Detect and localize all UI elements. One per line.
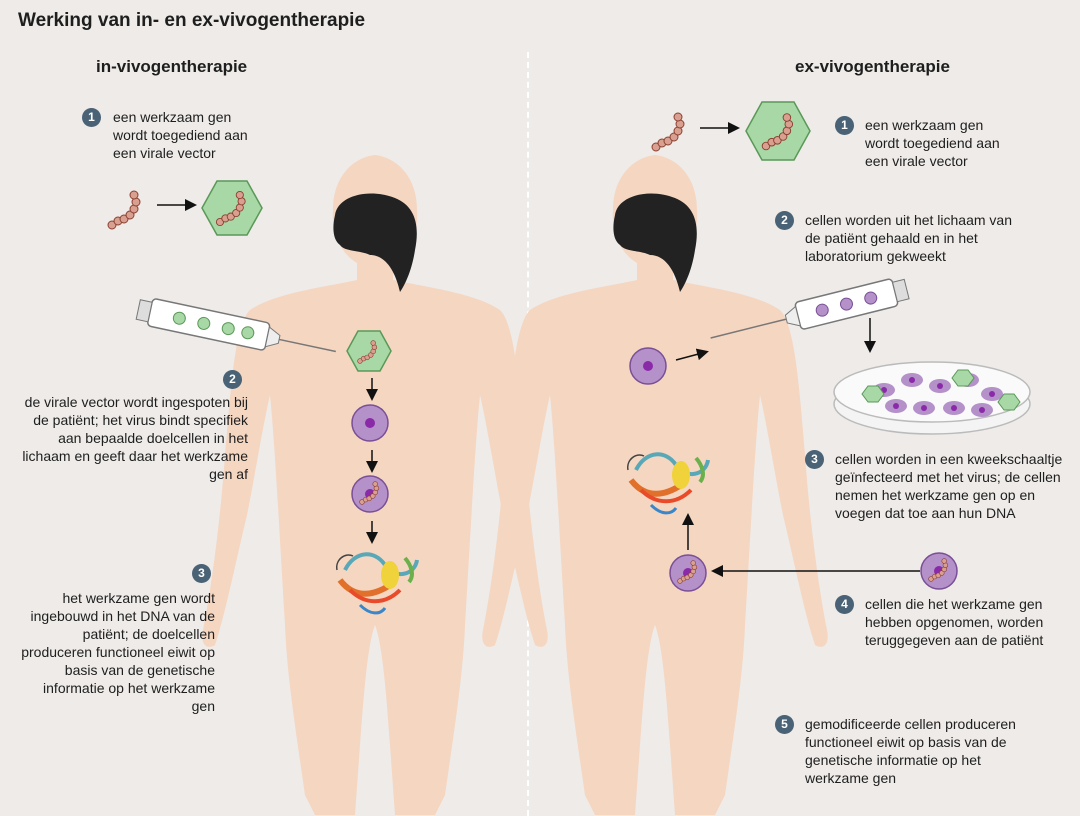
in-vivo-virus-icon xyxy=(201,180,263,236)
ex-vivo-step-3-badge: 3 xyxy=(805,450,824,469)
petri-dish-icon xyxy=(833,361,1031,435)
in-vivo-heading: in-vivogentherapie xyxy=(96,57,248,76)
in-vivo-step-3-text: het werkzame gen wordt ingebouwd in het … xyxy=(21,590,215,714)
ex-vivo-step-2-text: cellen worden uit het lichaam van de pat… xyxy=(805,212,1013,264)
ex-vivo-step-1-badge: 1 xyxy=(835,116,854,135)
in-vivo-infected-cell-icon xyxy=(351,475,389,513)
in-vivo-step-3-badge: 3 xyxy=(192,564,211,583)
ex-vivo-removed-cell-icon xyxy=(629,347,667,385)
in-vivo-step-1-badge: 1 xyxy=(82,108,101,127)
ex-vivo-step-4-text: cellen die het werkzame gen hebben opgen… xyxy=(865,596,1044,648)
page-title: Werking van in- en ex-vivogentherapie xyxy=(18,10,366,31)
in-vivo-virus-body-icon xyxy=(346,330,392,372)
ex-vivo-gene-icon xyxy=(651,112,685,152)
ex-vivo-heading: ex-vivogentherapie xyxy=(795,57,950,76)
ex-vivo-step-2-badge: 2 xyxy=(775,211,794,230)
in-vivo-gene-icon xyxy=(107,190,141,230)
ex-vivo-step-5-text: gemodificeerde cellen produceren functio… xyxy=(805,716,1016,786)
ex-vivo-step-5-badge: 5 xyxy=(775,715,794,734)
ex-vivo-step-4-badge: 4 xyxy=(835,595,854,614)
in-vivo-step-2-text: de virale vector wordt ingespoten bij de… xyxy=(22,394,248,482)
ex-vivo-hair xyxy=(613,193,697,292)
in-vivo-target-cell-icon xyxy=(351,404,389,442)
ex-vivo-returned-cell-icon xyxy=(669,554,707,592)
in-vivo-step-2-badge: 2 xyxy=(223,370,242,389)
in-vivo-syringe-icon xyxy=(135,298,337,353)
ex-vivo-syringe-icon xyxy=(710,278,910,339)
in-vivo-hair xyxy=(333,193,417,292)
in-vivo-step-1-text: een werkzaam gen wordt toegediend aan ee… xyxy=(113,109,248,161)
ex-vivo-virus-icon xyxy=(745,101,811,161)
ex-vivo-step-3-text: cellen worden in een kweekschaaltje geïn… xyxy=(835,451,1063,521)
ex-vivo-modified-cell-icon xyxy=(920,552,958,590)
ex-vivo-step-1-text: een werkzaam gen wordt toegediend aan ee… xyxy=(865,117,1000,169)
